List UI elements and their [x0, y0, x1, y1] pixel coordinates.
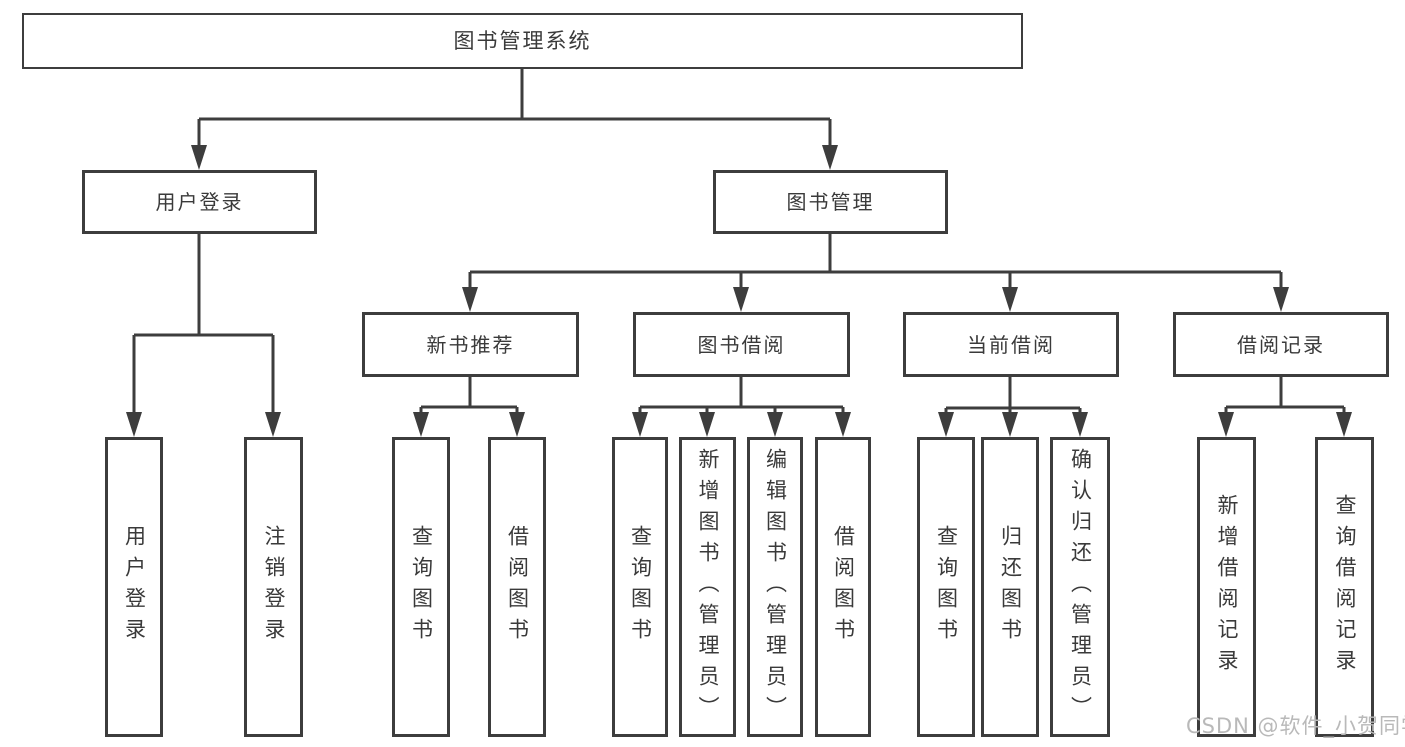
- node-label: 编辑图书（管理员）: [763, 447, 788, 727]
- leaf-query-books-current: 查询图书: [917, 437, 975, 737]
- node-label: 查询借阅记录: [1333, 494, 1357, 680]
- node-label: 借阅图书: [831, 525, 856, 649]
- node-label: 新增图书（管理员）: [696, 447, 720, 727]
- node-borrowing-records: 借阅记录: [1173, 312, 1389, 377]
- node-book-management: 图书管理: [713, 170, 948, 234]
- leaf-add-books-admin: 新增图书（管理员）: [679, 437, 736, 737]
- node-label: 新书推荐: [426, 332, 515, 357]
- leaf-borrow-books-recommend: 借阅图书: [488, 437, 546, 737]
- node-label: 查询图书: [934, 525, 959, 649]
- node-label: 当前借阅: [967, 332, 1055, 357]
- leaf-return-books: 归还图书: [981, 437, 1039, 737]
- node-label: 查询图书: [628, 525, 653, 649]
- node-label: 用户登录: [155, 190, 244, 214]
- arrowheads: [126, 145, 1352, 437]
- node-label: 图书管理系统: [453, 28, 592, 53]
- leaf-confirm-return-admin: 确认归还（管理员）: [1050, 437, 1110, 737]
- leaf-query-books-borrowing: 查询图书: [612, 437, 668, 737]
- leaf-add-borrow-record: 新增借阅记录: [1197, 437, 1256, 737]
- node-new-book-recommend: 新书推荐: [362, 312, 579, 377]
- node-label: 查询图书: [409, 525, 434, 649]
- leaf-user-login: 用户登录: [105, 437, 163, 737]
- leaf-borrow-books: 借阅图书: [815, 437, 871, 737]
- node-label: 图书管理: [786, 190, 875, 214]
- node-label: 确认归还（管理员）: [1068, 447, 1093, 727]
- node-label: 归还图书: [998, 525, 1023, 649]
- node-label: 图书借阅: [697, 332, 786, 357]
- node-label: 借阅图书: [505, 525, 530, 649]
- leaf-edit-books-admin: 编辑图书（管理员）: [747, 437, 803, 737]
- leaf-query-books-recommend: 查询图书: [392, 437, 450, 737]
- node-book-borrowing: 图书借阅: [633, 312, 850, 377]
- node-label: 注销登录: [262, 525, 286, 649]
- leaf-logout: 注销登录: [244, 437, 303, 737]
- leaf-query-borrow-record: 查询借阅记录: [1315, 437, 1374, 737]
- csdn-watermark: CSDN @软件_小贺同学: [1186, 714, 1405, 738]
- node-library-management-system: 图书管理系统: [22, 13, 1023, 69]
- node-current-borrowing: 当前借阅: [903, 312, 1119, 377]
- node-label: 用户登录: [122, 525, 147, 649]
- node-label: 借阅记录: [1237, 332, 1325, 357]
- node-label: 新增借阅记录: [1215, 494, 1239, 680]
- node-user-login-branch: 用户登录: [82, 170, 317, 234]
- tree-edges: [132, 68, 1346, 413]
